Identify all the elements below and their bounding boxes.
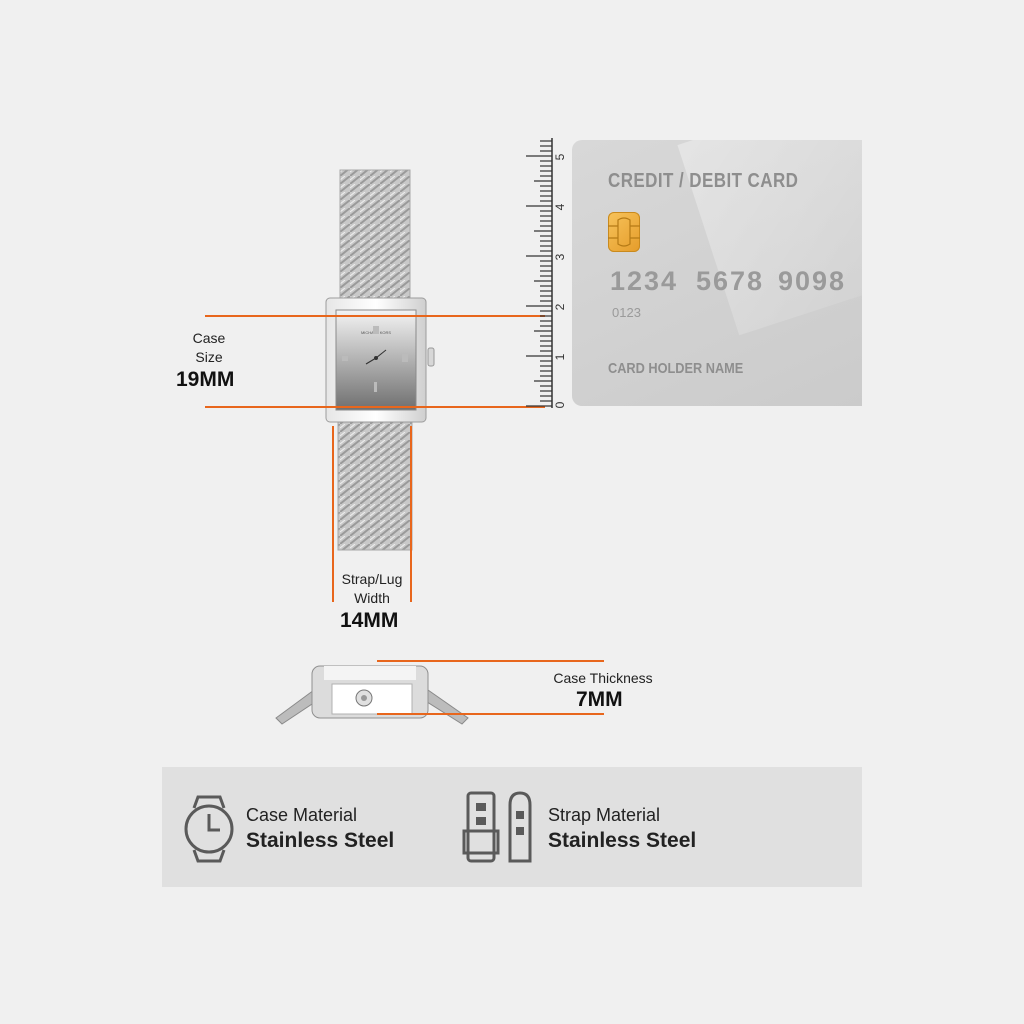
chip-icon [608,212,640,252]
card-number-3: 9098 [778,266,847,296]
case-size-top-line [205,315,545,317]
case-thickness-value: 7MM [576,688,623,711]
card-small-number: 0123 [612,305,641,320]
strap-material-value: Stainless Steel [548,829,697,852]
ruler-numbers: 5 4 3 2 1 0 [553,138,568,410]
case-material-label: Case Material [246,805,358,825]
thickness-bottom-line [377,713,604,715]
watch-icon [184,795,234,863]
thickness-top-line [377,660,604,662]
ruler-tick-5: 5 [553,153,567,161]
case-size-label: Case Size [192,330,226,365]
strap-width-label: Strap/Lug Width [341,571,403,606]
case-size-bottom-line [205,406,545,408]
strap-width-value: 14MM [340,609,399,632]
ruler-tick-0: 0 [553,401,567,409]
case-thickness-label: Case Thickness [553,670,653,686]
ruler-tick-2: 2 [553,303,567,311]
strap-width-left-line [332,426,334,602]
ruler-tick-4: 4 [553,203,567,211]
card-number-2: 5678 [696,266,765,296]
strap-icon [462,791,532,863]
strap-material-label: Strap Material [548,805,661,825]
ruler [526,138,553,408]
ruler-tick-1: 1 [553,353,567,361]
credit-card: CREDIT / DEBIT CARD 1234 5678 9098 0123 … [572,140,862,406]
materials-bar: Case Material Stainless Steel Strap Mate… [162,767,862,887]
card-title: CREDIT / DEBIT CARD [608,170,799,192]
strap-width-right-line [410,426,412,602]
case-size-value: 19MM [176,368,235,391]
case-material-value: Stainless Steel [246,829,395,852]
watch-front-image: MICHAEL KORS [325,169,435,551]
card-number-1: 1234 [610,266,679,296]
ruler-tick-3: 3 [553,253,567,261]
card-holder-name: CARD HOLDER NAME [608,360,744,377]
watch-side-image [275,665,469,725]
